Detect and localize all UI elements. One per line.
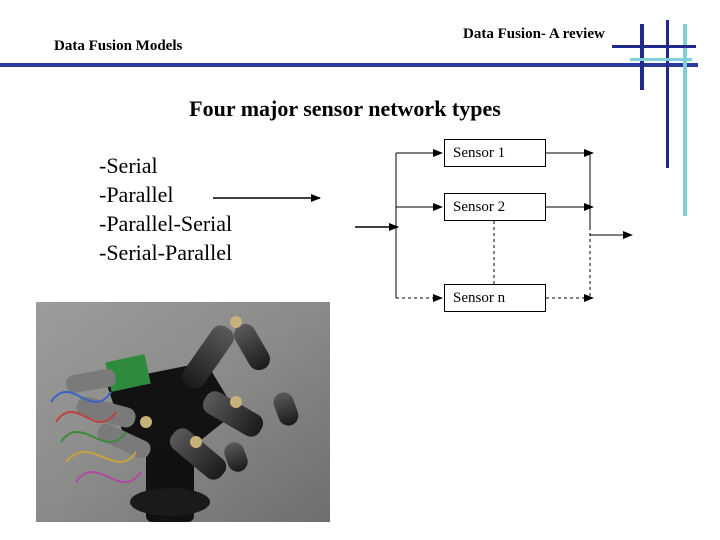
header-right-title: Data Fusion- A review	[463, 26, 605, 42]
sensor-box-1: Sensor 1	[444, 139, 546, 167]
sensor-box-2: Sensor 2	[444, 193, 546, 221]
light-horizontal-bar	[630, 58, 692, 61]
network-types-list: -Serial -Parallel -Parallel-Serial -Seri…	[99, 151, 232, 267]
header-divider	[0, 63, 698, 67]
light-vertical-bar	[683, 24, 687, 216]
dark-vertical-bar	[640, 24, 644, 90]
sensor-box-n: Sensor n	[444, 284, 546, 312]
robotic-hand-image	[36, 302, 330, 522]
corner-decoration-icon	[612, 20, 696, 216]
list-item: -Parallel-Serial	[99, 211, 233, 236]
dark-vertical-bar-long	[666, 20, 669, 168]
slide-title: Four major sensor network types	[189, 96, 501, 121]
list-item: -Serial-Parallel	[99, 240, 233, 265]
list-item: -Serial	[99, 153, 158, 178]
header-left-title: Data Fusion Models	[54, 38, 183, 54]
dark-horizontal-bar	[612, 45, 696, 48]
list-item: -Parallel	[99, 182, 174, 207]
